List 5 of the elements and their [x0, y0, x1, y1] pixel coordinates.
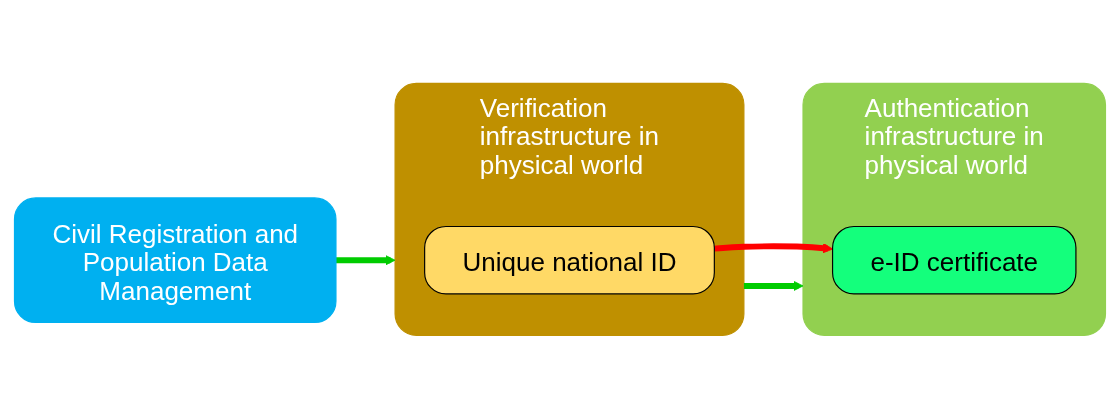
node-box: Unique national ID: [424, 225, 715, 295]
node-box: Civil Registration and Population Data Management: [13, 196, 337, 323]
arrow: [336, 254, 396, 266]
arrow: [743, 280, 804, 291]
node-box: e-ID certificate: [832, 225, 1077, 295]
